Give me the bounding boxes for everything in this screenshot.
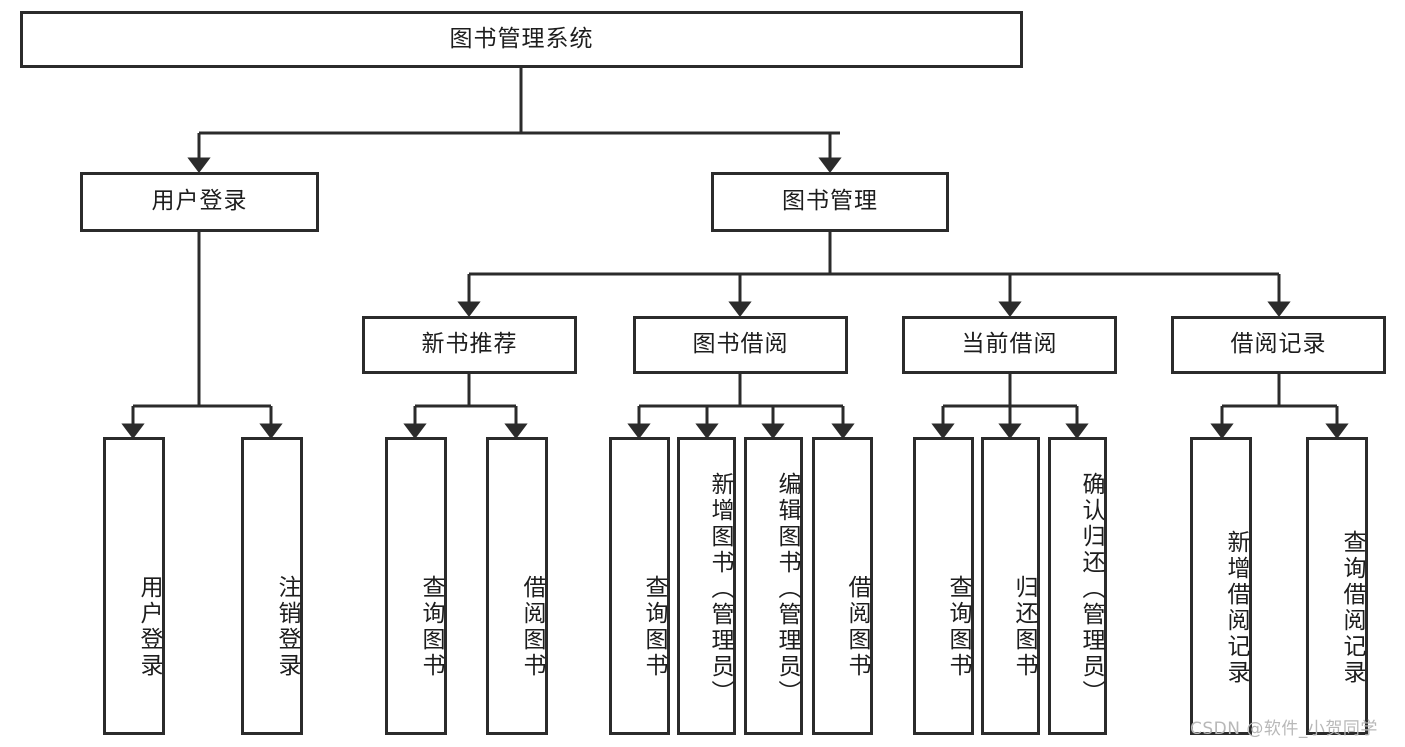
node-root[interactable]: 图书管理系统 bbox=[20, 11, 1023, 68]
node-borrow-record-label: 借阅记录 bbox=[1230, 331, 1327, 358]
leaf-user-login[interactable]: 用户登录 bbox=[103, 437, 165, 735]
leaf-logout[interactable]: 注销登录 bbox=[241, 437, 303, 735]
leaf-borrow-book-1-label: 借阅图书 bbox=[519, 575, 545, 679]
leaf-query-book-2[interactable]: 查询图书 bbox=[609, 437, 670, 735]
leaf-query-book-3-label: 查询图书 bbox=[945, 575, 971, 679]
node-book-manage[interactable]: 图书管理 bbox=[711, 172, 949, 232]
node-root-label: 图书管理系统 bbox=[449, 25, 594, 52]
node-new-book-recommend-label: 新书推荐 bbox=[421, 331, 518, 358]
node-book-manage-label: 图书管理 bbox=[782, 188, 878, 215]
leaf-query-record[interactable]: 查询借阅记录 bbox=[1306, 437, 1368, 735]
leaf-query-book-1-label: 查询图书 bbox=[418, 575, 444, 679]
leaf-return-book-label: 归还图书 bbox=[1011, 575, 1037, 679]
node-current-borrow-label: 当前借阅 bbox=[961, 331, 1058, 358]
node-user-login-label: 用户登录 bbox=[151, 188, 248, 215]
leaf-borrow-book-1[interactable]: 借阅图书 bbox=[486, 437, 548, 735]
leaf-user-login-label: 用户登录 bbox=[136, 575, 162, 679]
node-new-book-recommend[interactable]: 新书推荐 bbox=[362, 316, 577, 374]
leaf-add-record-label: 新增借阅记录 bbox=[1223, 530, 1249, 686]
leaf-edit-book-label: 编辑图书（管理员） bbox=[774, 472, 800, 706]
node-book-borrow[interactable]: 图书借阅 bbox=[633, 316, 848, 374]
leaf-add-record[interactable]: 新增借阅记录 bbox=[1190, 437, 1252, 735]
leaf-query-record-label: 查询借阅记录 bbox=[1339, 530, 1365, 686]
leaf-query-book-3[interactable]: 查询图书 bbox=[913, 437, 974, 735]
leaf-edit-book[interactable]: 编辑图书（管理员） bbox=[744, 437, 803, 735]
leaf-return-book[interactable]: 归还图书 bbox=[981, 437, 1040, 735]
node-current-borrow[interactable]: 当前借阅 bbox=[902, 316, 1117, 374]
leaf-add-book[interactable]: 新增图书（管理员） bbox=[677, 437, 736, 735]
leaf-borrow-book-2[interactable]: 借阅图书 bbox=[812, 437, 873, 735]
node-book-borrow-label: 图书借阅 bbox=[692, 331, 789, 358]
leaf-logout-label: 注销登录 bbox=[274, 575, 300, 679]
leaf-borrow-book-2-label: 借阅图书 bbox=[844, 575, 870, 679]
node-borrow-record[interactable]: 借阅记录 bbox=[1171, 316, 1386, 374]
leaf-confirm-return-label: 确认归还（管理员） bbox=[1078, 472, 1104, 706]
leaf-confirm-return[interactable]: 确认归还（管理员） bbox=[1048, 437, 1107, 735]
leaf-add-book-label: 新增图书（管理员） bbox=[707, 472, 733, 706]
leaf-query-book-2-label: 查询图书 bbox=[641, 575, 667, 679]
csdn-watermark: CSDN @软件_小贺同学 bbox=[1190, 719, 1378, 739]
node-user-login[interactable]: 用户登录 bbox=[80, 172, 319, 232]
leaf-query-book-1[interactable]: 查询图书 bbox=[385, 437, 447, 735]
